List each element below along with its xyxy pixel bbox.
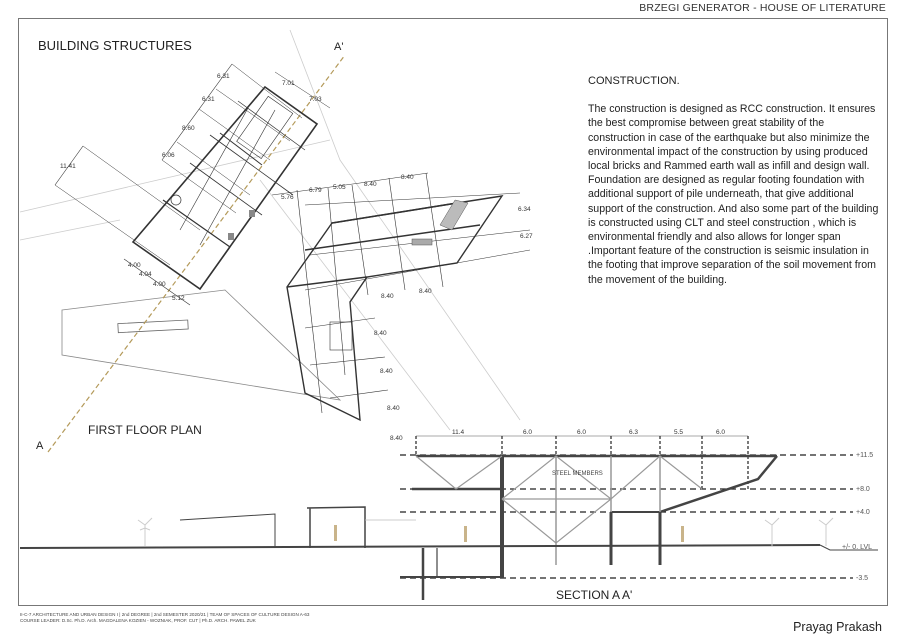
span-label: 6.0 xyxy=(716,429,725,436)
construction-text-block: CONSTRUCTION. The construction is design… xyxy=(588,74,884,287)
site-context xyxy=(19,29,521,431)
svg-text:5.05: 5.05 xyxy=(333,184,346,191)
footer-line: COURSE LEADER: D.Sc. Ph.D. Arch. MAGDALE… xyxy=(20,618,256,623)
span-label: 11.4 xyxy=(452,429,465,436)
svg-text:8.40: 8.40 xyxy=(364,181,377,188)
level-label: -3.5 xyxy=(856,575,868,582)
level-label: +/- 0. LVL xyxy=(842,544,872,551)
steel-members-label: STEEL MEMBERS xyxy=(552,471,603,477)
svg-text:4.00: 4.00 xyxy=(128,262,141,269)
level-label: +11.5 xyxy=(856,452,873,459)
svg-text:11.41: 11.41 xyxy=(60,163,76,170)
svg-text:8.60: 8.60 xyxy=(182,125,195,132)
construction-heading: CONSTRUCTION. xyxy=(588,75,680,87)
svg-text:8.40: 8.40 xyxy=(401,174,414,181)
construction-body: The construction is designed as RCC cons… xyxy=(588,103,879,286)
span-label: 6.3 xyxy=(629,429,638,436)
building-structures-heading: BUILDING STRUCTURES xyxy=(38,38,192,53)
first-floor-plan-label: FIRST FLOOR PLAN xyxy=(88,423,202,437)
section-label: SECTION A A' xyxy=(556,588,633,602)
svg-text:6.31: 6.31 xyxy=(217,73,230,80)
plan-left-building xyxy=(54,63,331,306)
plan-right-building xyxy=(271,172,531,422)
footer-credits: II-C-7 ARCHITECTURE AND URBAN DESIGN I |… xyxy=(20,612,310,624)
section-cut-line xyxy=(47,54,346,453)
svg-text:6.79: 6.79 xyxy=(309,187,322,194)
svg-text:4.00: 4.00 xyxy=(153,281,166,288)
svg-text:6.27: 6.27 xyxy=(520,233,533,240)
footer-line: II-C-7 ARCHITECTURE AND URBAN DESIGN I |… xyxy=(20,612,310,617)
level-label: +4.0 xyxy=(856,509,870,516)
drawing-frame xyxy=(18,18,888,606)
cut-end-label: A' xyxy=(334,41,343,53)
svg-text:6.31: 6.31 xyxy=(202,96,215,103)
svg-text:7.03: 7.03 xyxy=(309,96,322,103)
sheet-title: BRZEGI GENERATOR - HOUSE OF LITERATURE xyxy=(639,2,886,14)
svg-text:8.40: 8.40 xyxy=(419,288,432,295)
plan-left-dimensions: 6.31 7.01 6.31 7.03 8.60 6.06 11.41 4.00… xyxy=(60,73,322,302)
plan-right-dimensions: 5.76 6.79 5.05 8.40 8.40 6.34 6.27 8.40 … xyxy=(281,174,533,442)
svg-text:6.06: 6.06 xyxy=(162,152,175,159)
svg-text:6.34: 6.34 xyxy=(518,206,531,213)
author-name: Prayag Prakash xyxy=(793,620,882,634)
svg-text:8.40: 8.40 xyxy=(380,368,393,375)
svg-text:8.40: 8.40 xyxy=(374,330,387,337)
human-figure xyxy=(334,525,684,542)
span-label: 6.0 xyxy=(577,429,586,436)
svg-text:7.01: 7.01 xyxy=(282,80,295,87)
cut-start-label: A xyxy=(36,440,44,452)
svg-text:8.40: 8.40 xyxy=(381,293,394,300)
section-drawing: +11.5 +8.0 +4.0 +/- 0. LVL -3.5 11.4 6.0… xyxy=(19,429,878,600)
svg-text:5.76: 5.76 xyxy=(281,194,294,201)
svg-text:8.40: 8.40 xyxy=(390,435,403,442)
tree-icon xyxy=(137,517,834,546)
span-label: 5.5 xyxy=(674,429,683,436)
site-polygon xyxy=(61,289,342,401)
span-label: 6.0 xyxy=(523,429,532,436)
level-label: +8.0 xyxy=(856,486,870,493)
svg-text:5.12: 5.12 xyxy=(172,295,185,302)
svg-text:8.40: 8.40 xyxy=(387,405,400,412)
svg-text:4.04: 4.04 xyxy=(139,271,152,278)
